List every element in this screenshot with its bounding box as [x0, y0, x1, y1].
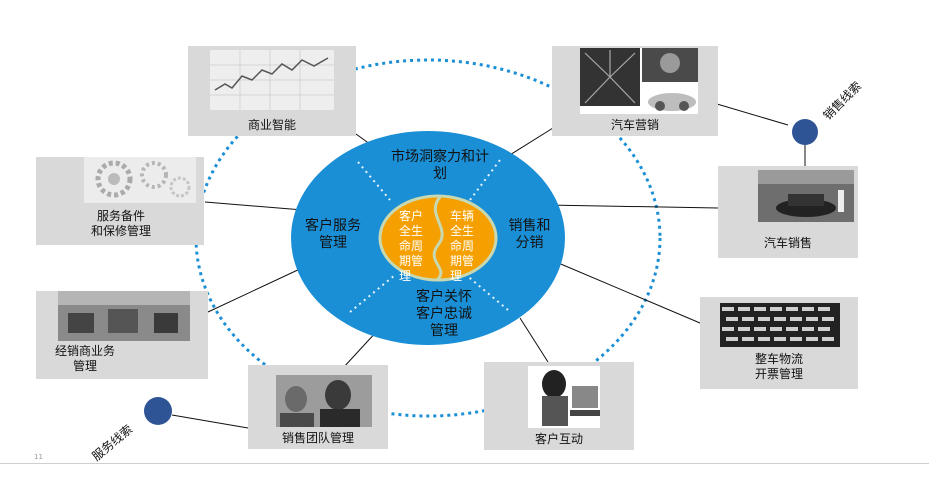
box-label: 整车物流 开票管理: [754, 352, 803, 381]
box-label: 客户互动: [534, 432, 583, 446]
showroom-image: [758, 170, 854, 222]
box-dealer-business: 经销商业务 管理: [36, 291, 208, 379]
box-logistics-invoicing: 整车物流 开票管理: [700, 297, 858, 389]
page-number: 11: [34, 453, 43, 461]
core-divider-curve: [432, 196, 444, 282]
box-label: 汽车营销: [610, 118, 659, 132]
sales-leads-node: [792, 119, 818, 145]
market-insight-text: 市场洞察力和计 划: [391, 149, 489, 182]
customer-service-text: 客户服务 管理: [305, 218, 361, 251]
sales-distribution-text: 销售和 分销: [508, 218, 551, 251]
marketing-collage-image: [580, 48, 698, 114]
box-service-parts: 服务备件 和保修管理: [36, 157, 204, 245]
gears-image: [84, 157, 196, 203]
vehicle-lifecycle-text: 车辆 全生 命周 期管 理: [450, 209, 475, 283]
box-auto-marketing: 汽车营销: [552, 46, 718, 136]
box-customer-interaction: 客户互动: [484, 362, 634, 450]
service-leads-node: [144, 397, 172, 425]
ellipse-dividers: [349, 159, 509, 313]
box-label: 经销商业务 管理: [54, 344, 115, 373]
box-label: 销售团队管理: [281, 431, 354, 445]
box-label: 服务备件 和保修管理: [90, 209, 151, 238]
stock-chart-image: [210, 50, 334, 110]
team-meeting-image: [276, 375, 372, 427]
customer-lifecycle-text: 客户 全生 命周 期管 理: [399, 209, 424, 283]
footer-divider: [0, 463, 929, 464]
box-label: 商业智能: [247, 118, 296, 132]
box-auto-sales: 汽车销售: [718, 166, 858, 258]
box-label: 汽车销售: [763, 236, 812, 250]
connector-lines: [171, 103, 806, 429]
box-business-intelligence: 商业智能: [188, 46, 356, 136]
workshop-image: [58, 291, 190, 341]
box-sales-team: 销售团队管理: [248, 365, 388, 449]
call-center-image: [528, 366, 600, 428]
vehicle-yard-image: [720, 303, 840, 347]
customer-care-text: 客户关怀 客户忠诚 管理: [416, 289, 472, 339]
